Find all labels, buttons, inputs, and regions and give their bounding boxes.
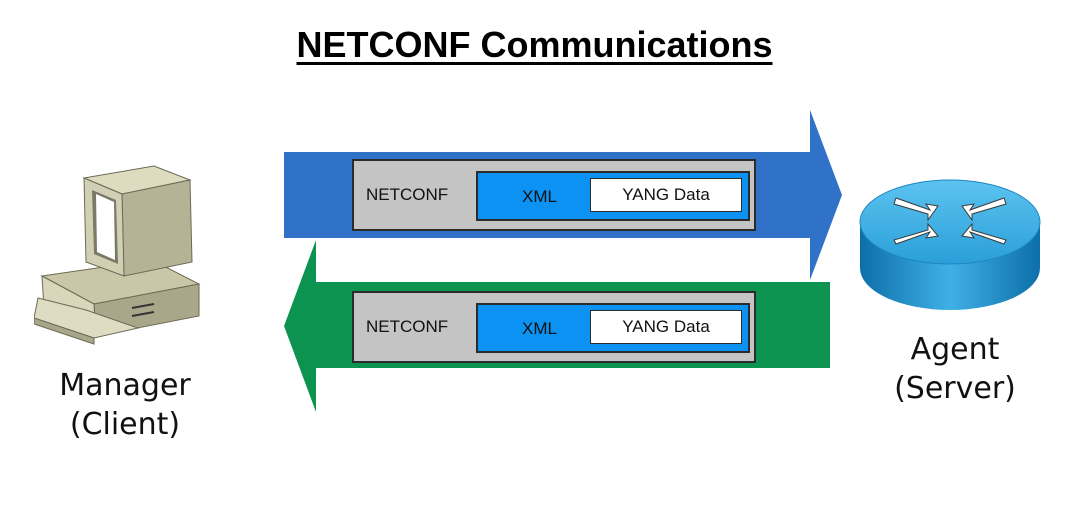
netconf-layer-label: NETCONF (366, 317, 449, 336)
router-icon (859, 179, 1041, 310)
netconf-layer-label: NETCONF (366, 185, 449, 204)
xml-layer-label: XML (522, 319, 557, 338)
request-packet: NETCONF XML YANG Data (352, 159, 756, 231)
agent-name: Agent (910, 332, 1000, 367)
agent-label: Agent (Server) (870, 330, 1040, 408)
manager-label: Manager (Client) (40, 366, 210, 444)
manager-role: (Client) (69, 407, 181, 442)
xml-layer: XML YANG Data (476, 171, 750, 221)
desktop-computer-icon (34, 165, 201, 345)
diagram-title: NETCONF Communications (296, 24, 773, 65)
manager-name: Manager (59, 368, 191, 403)
yang-data-payload: YANG Data (590, 310, 742, 344)
xml-layer: XML YANG Data (476, 303, 750, 353)
agent-role: (Server) (894, 371, 1016, 406)
xml-layer-label: XML (522, 187, 557, 206)
response-packet: NETCONF XML YANG Data (352, 291, 756, 363)
yang-data-payload: YANG Data (590, 178, 742, 212)
